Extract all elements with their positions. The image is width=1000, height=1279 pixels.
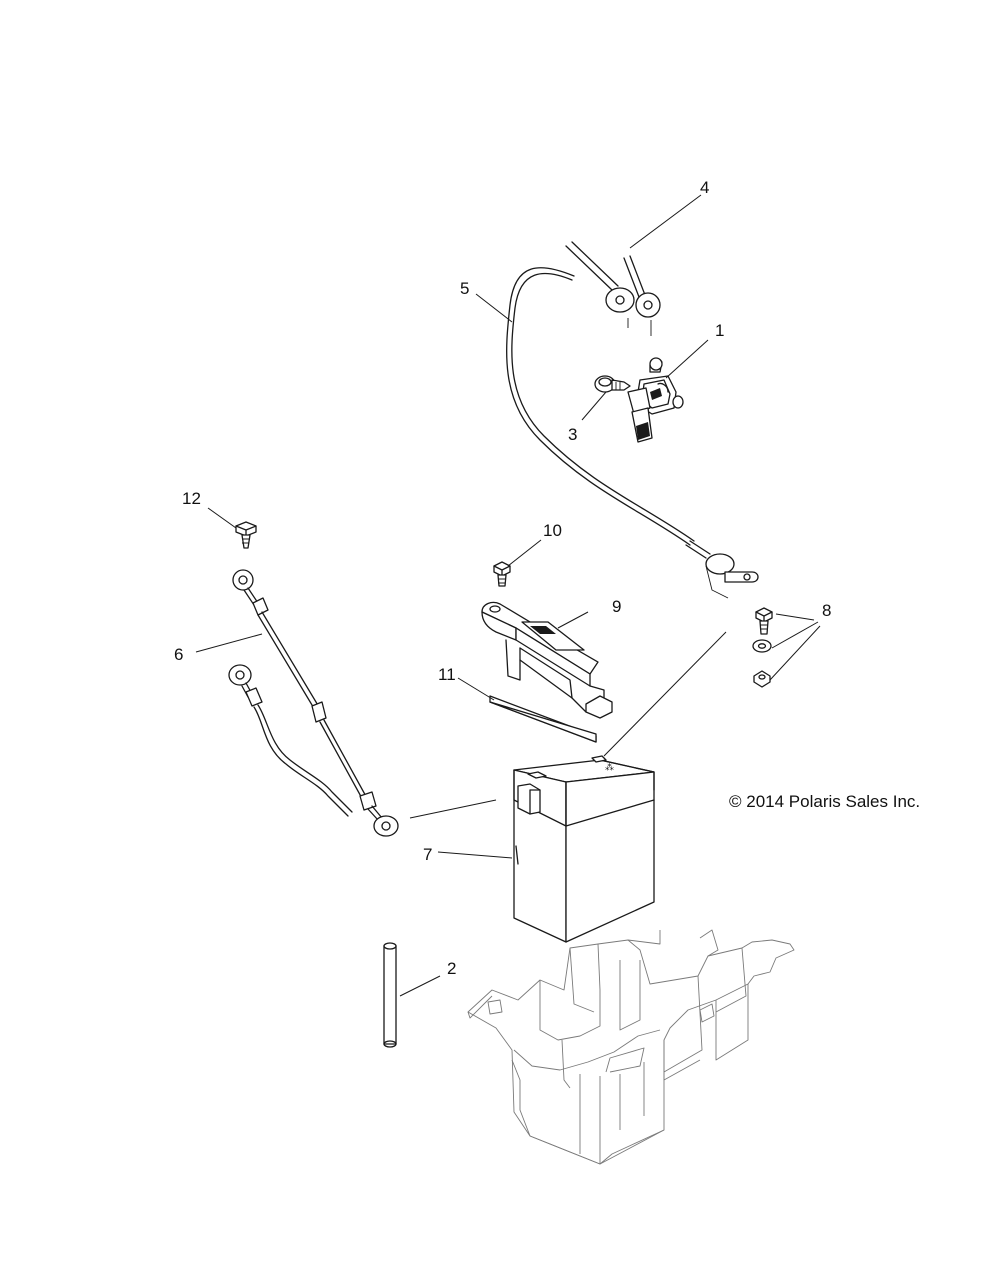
callout-11: 11 bbox=[438, 665, 456, 684]
callout-7: 7 bbox=[423, 845, 432, 864]
part-4-cable-terminals bbox=[565, 241, 661, 336]
part-8-hardware bbox=[752, 607, 773, 688]
part-6-battery-cables bbox=[228, 569, 399, 837]
callouts: 4 5 1 3 12 10 9 8 6 11 7 2 bbox=[174, 178, 831, 978]
part-10-bolt bbox=[493, 561, 511, 587]
callout-12: 12 bbox=[182, 489, 201, 508]
part-12-bolt bbox=[235, 521, 257, 549]
callout-8: 8 bbox=[822, 601, 831, 620]
part-7-battery: ⁂ bbox=[513, 755, 655, 943]
callout-9: 9 bbox=[612, 597, 621, 616]
battery-box bbox=[467, 929, 795, 1165]
part-2-vent-tube bbox=[383, 942, 397, 1048]
part-3-push-clip bbox=[594, 375, 631, 393]
callout-1: 1 bbox=[715, 321, 724, 340]
callout-10: 10 bbox=[543, 521, 562, 540]
callout-2: 2 bbox=[447, 959, 456, 978]
battery-vent-mark: ⁂ bbox=[605, 762, 614, 772]
callout-5: 5 bbox=[460, 279, 469, 298]
part-9-bracket bbox=[481, 601, 613, 719]
copyright-notice: © 2014 Polaris Sales Inc. bbox=[729, 792, 920, 811]
callout-4: 4 bbox=[700, 178, 709, 197]
callout-6: 6 bbox=[174, 645, 183, 664]
callout-3: 3 bbox=[568, 425, 577, 444]
leader-lines bbox=[195, 194, 821, 997]
part-5-ground-cable bbox=[506, 267, 759, 599]
part-11-pad bbox=[489, 695, 597, 743]
